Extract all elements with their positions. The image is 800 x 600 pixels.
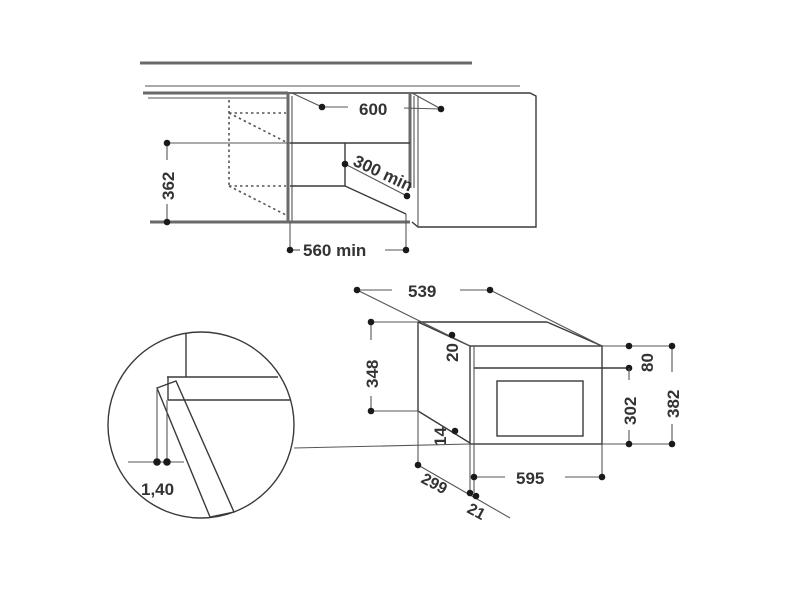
dim-560-dot-right <box>402 246 410 254</box>
dim-600-label: 600 <box>359 100 387 119</box>
dim-539-leader-right <box>489 289 603 347</box>
dim-382-dot-bottom <box>668 440 676 448</box>
dim-560-dot-left <box>286 246 294 254</box>
dim-80-label: 80 <box>638 353 657 372</box>
dim-600-dot-right <box>437 105 445 113</box>
dim-595-label: 595 <box>516 469 544 488</box>
dim-21-label: 21 <box>464 501 488 524</box>
dim-300-dot-start <box>341 160 349 168</box>
dim-20-dot <box>448 331 456 339</box>
dim-595-dot-right <box>598 473 606 481</box>
dim-300-line <box>344 163 408 197</box>
detail-leader-line <box>293 443 471 449</box>
cabinet-view: 600 362 300 min 560 min <box>140 61 537 260</box>
dim-302-dot-bottom <box>625 440 633 448</box>
dim-362-label: 362 <box>159 172 178 200</box>
detail-door-section <box>156 380 235 518</box>
dim-362-dot-top <box>163 139 171 147</box>
dim-560-min-label: 560 min <box>303 241 366 260</box>
front-panel <box>469 345 603 445</box>
dim-600-line-right <box>403 107 442 110</box>
cabinet-outline <box>288 92 537 228</box>
dim-14-dot <box>451 427 459 435</box>
detail-dot-left <box>153 458 161 466</box>
dim-348-dot-top <box>367 318 375 326</box>
dim-539-dot-left <box>353 286 361 294</box>
dim-302-label: 302 <box>621 397 640 425</box>
body-bottom-left-edge <box>417 410 471 444</box>
dim-382-label: 382 <box>664 390 683 418</box>
dim-300-min-label: 300 min <box>350 151 415 195</box>
dim-299-dot-start <box>414 461 422 469</box>
hidden-line-diag-top <box>228 112 287 143</box>
appliance-view: 539 348 20 14 80 302 382 <box>293 282 683 524</box>
dim-348-dot-bottom <box>367 407 375 415</box>
dim-539-label: 539 <box>408 282 436 301</box>
dim-299-line <box>417 464 511 519</box>
dim-600-dot-left <box>318 103 326 111</box>
dim-595-dot-left <box>470 473 478 481</box>
dim-539-dot-right <box>486 286 494 294</box>
niche-floor-diagonal <box>344 185 407 215</box>
door-window <box>496 380 584 437</box>
dim-80-dot-top <box>625 342 633 350</box>
dim-20-label: 20 <box>443 343 462 362</box>
dim-21-dot <box>472 492 480 500</box>
dim-14-label: 14 <box>431 427 450 446</box>
detail-gap-label: 1,40 <box>141 480 174 499</box>
detail-view: 1,40 <box>107 331 295 519</box>
dim-299-label: 299 <box>418 471 450 499</box>
dim-362-dot-bottom <box>163 218 171 226</box>
detail-dot-right <box>163 458 171 466</box>
hidden-line-diag-bottom <box>228 185 287 216</box>
dim-600-leader-left <box>291 92 323 108</box>
dim-382-dot-top <box>668 342 676 350</box>
dim-600-leader-right <box>411 92 442 110</box>
detail-circle <box>107 331 295 519</box>
dim-300-dot-end <box>403 192 411 200</box>
dim-348-label: 348 <box>363 360 382 388</box>
dim-299-dot-end <box>466 489 474 497</box>
